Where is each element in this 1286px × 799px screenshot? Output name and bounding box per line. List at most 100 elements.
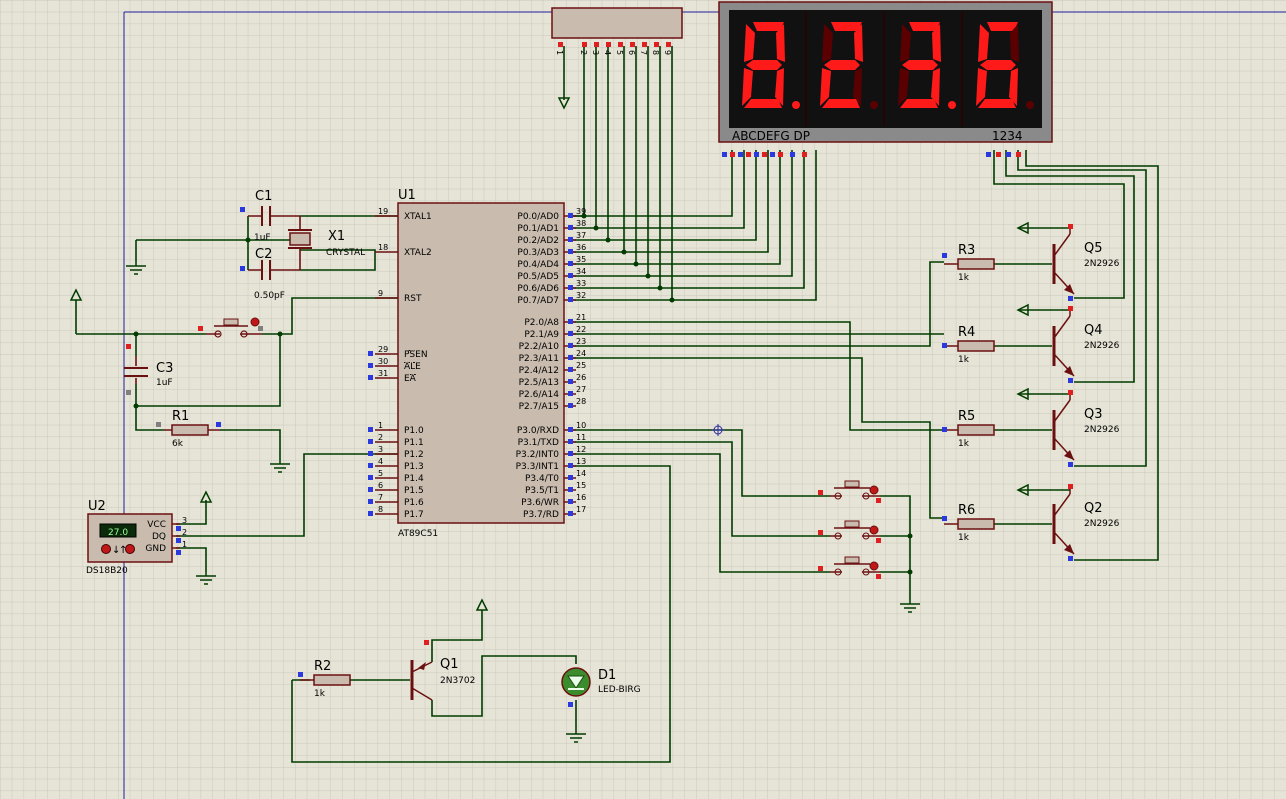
u1-pin-number: 5 [378,469,383,478]
u1-pin-number: 1 [378,421,383,430]
display-digit [742,22,800,109]
u1-ref: U1 [398,188,416,203]
probe-marker[interactable] [712,424,724,436]
u1-pin-name: P3.2/INT0 [516,450,560,460]
u1-pin-number: 12 [576,445,586,454]
reset-pushbutton[interactable] [198,317,263,338]
u1-pin-name: P1.1 [404,438,424,448]
x1-value: CRYSTAL [326,248,365,258]
seven-segment-display[interactable]: ABCDEFG DP 1234 [718,1,1053,157]
driver-resistor-ref: R5 [958,409,975,424]
header-pin-number: 4 [603,50,612,55]
u2-pin-number: 3 [182,516,187,525]
u1-pin-name: XTAL2 [404,248,432,258]
u1-pin-number: 2 [378,433,383,442]
u1-pin-name: P1.3 [404,462,424,472]
u1-pin-number: 29 [378,345,388,354]
c3-ref: C3 [156,361,173,376]
u1-pin-name: RST [404,294,422,304]
u1-pin-name: P2.0/A8 [524,318,559,328]
u1-pin-number: 32 [576,291,586,300]
u1-pin-number: 13 [576,457,586,466]
q1-ref: Q1 [440,657,459,672]
digit-driver-stages[interactable]: R31kQ52N2926R41kQ42N2926R51kQ32N2926R61k… [942,224,1120,561]
u1-pin-number: 3 [378,445,383,454]
junctions [133,213,913,575]
u2-pin-number: 1 [182,540,187,549]
c3-capacitor[interactable]: C3 1uF [124,344,173,395]
d1-ref: D1 [598,668,616,683]
driver-resistor-ref: R3 [958,243,975,258]
p3-pushbuttons[interactable] [818,480,881,579]
c3-value: 1uF [156,378,173,388]
r2-ref: R2 [314,659,331,674]
u1-pin-number: 10 [576,421,586,430]
u1-pin-name: P0.0/AD0 [517,212,559,222]
driver-transistor-ref: Q2 [1084,501,1103,516]
u1-pin-name: P0.6/AD6 [517,284,559,294]
driver-resistor-ref: R4 [958,325,975,340]
u1-pin-number: 22 [576,325,586,334]
u1-pin-number: 25 [576,361,586,370]
u1-pin-number: 16 [576,493,586,502]
c1-ref: C1 [255,189,272,204]
c2-capacitor[interactable]: C2 0.50pF [248,247,300,301]
u1-pin-number: 11 [576,433,586,442]
u1-pin-number: 31 [378,369,388,378]
driver-transistor-value: 2N2926 [1084,425,1120,435]
r1-ref: R1 [172,409,189,424]
u1-pin-number: 7 [378,493,383,502]
u1-pin-number: 8 [378,505,383,514]
display-digit [976,22,1034,109]
u1-pin-number: 39 [576,207,586,216]
u1-pin-name: PSEN [404,350,428,360]
driver-resistor-ref: R6 [958,503,975,518]
u1-pin-number: 19 [378,207,388,216]
u1-pin-name: P2.3/A11 [519,354,559,364]
u1-microcontroller[interactable]: U1 AT89C51 19XTAL118XTAL29RST29PSEN30ALE… [368,188,586,539]
ground-symbols [126,262,920,743]
power-symbols [69,97,1029,611]
u1-pin-name: P0.1/AD1 [517,224,559,234]
u1-pin-name: P1.0 [404,426,424,436]
u2-pin-name: VCC [147,520,166,530]
c2-ref: C2 [255,247,272,262]
u1-pin-name: P1.4 [404,474,424,484]
u1-pin-name: XTAL1 [404,212,432,222]
x1-crystal[interactable]: X1 CRYSTAL [288,216,365,270]
u1-pin-number: 9 [378,289,383,298]
u1-pin-name: P0.4/AD4 [517,260,559,270]
p3-pushbutton[interactable] [818,480,881,503]
u1-pin-number: 30 [378,357,388,366]
u1-part: AT89C51 [398,529,438,539]
d1-led[interactable]: D1 LED-BIRG [561,667,641,707]
u1-pin-name: P3.6/WR [521,498,559,508]
c1-capacitor[interactable]: C1 1uF [248,189,300,243]
u1-pin-number: 17 [576,505,586,514]
p3-pushbutton[interactable] [818,556,881,579]
q1-transistor[interactable]: Q1 2N3702 [410,640,475,701]
segment-pin-labels: ABCDEFG DP [732,129,810,143]
p3-pushbutton[interactable] [818,520,881,543]
u1-pin-number: 15 [576,481,586,490]
header-pin-number: 9 [663,50,672,55]
driver-resistor-value: 1k [958,273,970,283]
c1-pin-marker [240,207,245,212]
u1-pin-name: P1.5 [404,486,424,496]
u1-pin-name: P0.7/AD7 [517,296,559,306]
u1-pin-name: P2.2/A10 [519,342,560,352]
r1-resistor[interactable]: R1 6k [156,409,221,449]
u1-pin-name: P2.1/A9 [524,330,559,340]
u2-temperature-readout: 27.0 [108,528,128,538]
driver-transistor-value: 2N2926 [1084,259,1120,269]
driver-transistor-value: 2N2926 [1084,341,1120,351]
r2-resistor[interactable]: R2 1k [298,659,351,699]
u1-pin-number: 36 [576,243,586,252]
